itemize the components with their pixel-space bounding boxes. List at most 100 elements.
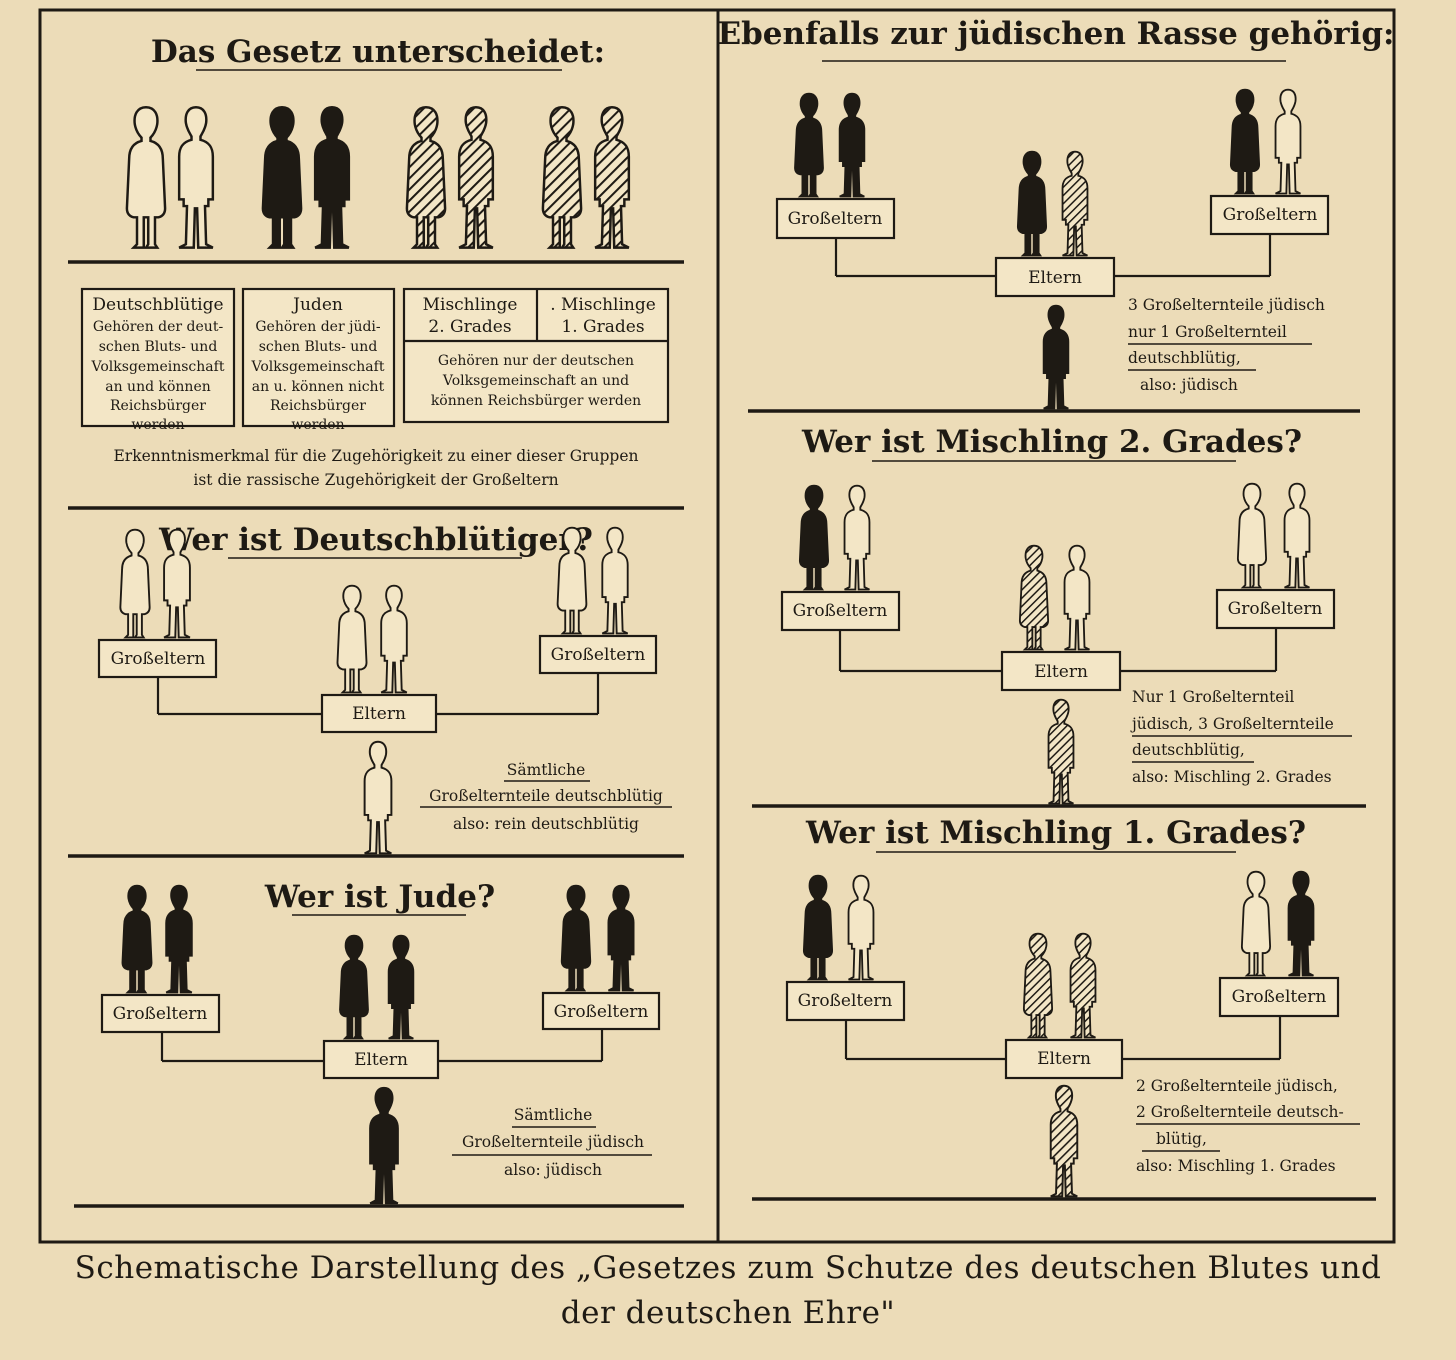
woman-figure-icon <box>338 934 370 1040</box>
woman-figure-icon <box>1236 482 1268 589</box>
group-box-mixed: Mischlinge 2. Grades . Mischlinge 1. Gra… <box>402 287 670 424</box>
jew-grandparents-left: Großeltern <box>113 1004 208 1024</box>
group-text-line: Reichsbürger <box>270 398 366 414</box>
caption-line-2: der deutschen Ehre" <box>560 1295 896 1331</box>
man-figure-icon <box>838 92 866 198</box>
woman-figure-icon <box>1022 932 1054 1039</box>
man-figure-icon <box>601 526 629 635</box>
group-text-line: Gehören der deut- <box>93 319 224 335</box>
panel-german-blooded: Wer ist Deutschblütiger? Großeltern Groß… <box>68 522 684 858</box>
man-figure-icon <box>368 1086 400 1205</box>
mischling1-figures <box>802 870 1315 1198</box>
group-box-german-blooded: Deutschblütige Gehören der deut- schen B… <box>80 287 236 433</box>
man-figure-icon <box>607 884 635 992</box>
group-box-jews: Juden Gehören der jüdi- schen Bluts- und… <box>241 287 396 433</box>
mischling1-note-line: also: Mischling 1. Grades <box>1136 1157 1336 1175</box>
man-figure-icon <box>843 484 871 591</box>
also-jewish-note-line: 3 Großelternteile jüdisch <box>1128 296 1325 314</box>
man-figure-icon <box>1042 304 1070 410</box>
jew-grandparents-right: Großeltern <box>554 1002 649 1022</box>
jew-parents: Eltern <box>354 1050 408 1070</box>
caption-line-1: Schematische Darstellung des „Gesetzes z… <box>74 1250 1382 1286</box>
mischling1-parents: Eltern <box>1037 1049 1091 1069</box>
mixed-note-line: Gehören nur der deutschen <box>438 353 634 369</box>
mixed-note-line: Volksgemeinschaft an und <box>442 373 629 389</box>
man-figure-icon <box>457 105 495 249</box>
also-jewish-grandparents-right: Großeltern <box>1223 205 1318 225</box>
group-text-line: an u. können nicht <box>252 379 385 395</box>
woman-figure-icon <box>405 105 447 249</box>
woman-figure-icon <box>802 874 834 981</box>
jew-note-line: Großelternteile jüdisch <box>462 1133 644 1151</box>
panel-also-jewish: Ebenfalls zur jüdischen Rasse gehörig: G… <box>717 16 1395 413</box>
group-name-jews: Juden <box>291 295 343 315</box>
group-text-line: Reichsbürger <box>110 398 206 414</box>
man-figure-icon <box>1069 932 1097 1039</box>
panel-mischling-1: Wer ist Mischling 1. Grades? Großeltern … <box>752 815 1376 1201</box>
man-figure-icon <box>387 934 415 1040</box>
panel-law-overview: Das Gesetz unterscheidet: Deutschblütige… <box>68 34 684 510</box>
woman-figure-icon <box>560 884 592 992</box>
mischling2-note-line: deutschblütig, <box>1132 741 1245 759</box>
mischling1-grandparents-left: Großeltern <box>798 991 893 1011</box>
mischling1-grandparents-right: Großeltern <box>1232 987 1327 1007</box>
mischling2-grandparents-right: Großeltern <box>1228 599 1323 619</box>
group-name-mischling-1: . Mischlinge <box>550 295 656 315</box>
criterion-line-2: ist die rassische Zugehörigkeit der Groß… <box>193 471 558 489</box>
german-grandparents-right: Großeltern <box>551 645 646 665</box>
woman-figure-icon <box>541 105 583 249</box>
german-note-line: Großelternteile deutschblütig <box>429 787 663 805</box>
also-jewish-grandparents-left: Großeltern <box>788 209 883 229</box>
mischling2-note-line: also: Mischling 2. Grades <box>1132 768 1332 786</box>
panel-mischling-2: Wer ist Mischling 2. Grades? Großeltern … <box>752 424 1366 808</box>
man-figure-icon <box>593 105 631 249</box>
german-title: Wer ist Deutschblütiger? <box>158 522 593 558</box>
jew-title: Wer ist Jude? <box>264 879 495 915</box>
man-figure-icon <box>1049 1084 1079 1198</box>
man-figure-icon <box>165 884 193 994</box>
german-note-line: also: rein deutschblütig <box>453 815 639 833</box>
german-note-line: Sämtliche <box>507 761 586 779</box>
mischling1-note-line: 2 Großelternteile deutsch- <box>1136 1103 1344 1121</box>
man-figure-icon <box>847 874 875 981</box>
mischling1-note-line: 2 Großelternteile jüdisch, <box>1136 1077 1338 1095</box>
law-title: Das Gesetz unterscheidet: <box>151 34 605 70</box>
panel-jew: Wer ist Jude? Großeltern Großeltern Elte… <box>74 879 684 1208</box>
criterion-line-1: Erkenntnismerkmal für die Zugehörigkeit … <box>113 447 638 465</box>
group-name-mischling-1-degree: 1. Grades <box>561 317 644 337</box>
group-name-mischling-2: Mischlinge <box>423 295 518 315</box>
group-text-line: werden <box>291 417 344 433</box>
man-figure-icon <box>177 105 215 249</box>
man-figure-icon <box>363 740 393 855</box>
woman-figure-icon <box>336 584 368 694</box>
poster-frame <box>38 8 1396 1244</box>
man-figure-icon <box>1061 150 1089 257</box>
man-figure-icon <box>1274 88 1302 195</box>
woman-figure-icon <box>119 528 151 639</box>
group-text-line: Volksgemeinschaft <box>91 359 225 375</box>
woman-figure-icon <box>1016 150 1048 257</box>
mixed-note-line: können Reichsbürger werden <box>431 393 641 409</box>
man-figure-icon <box>313 105 351 249</box>
man-figure-icon <box>1283 482 1311 589</box>
jew-note-line: also: jüdisch <box>504 1161 602 1179</box>
group-text-line: schen Bluts- und <box>259 339 378 355</box>
group-text-line: schen Bluts- und <box>99 339 218 355</box>
german-parents: Eltern <box>352 704 406 724</box>
mischling2-parents: Eltern <box>1034 662 1088 682</box>
group-text-line: an und können <box>105 379 211 395</box>
mischling1-title: Wer ist Mischling 1. Grades? <box>805 815 1306 851</box>
also-jewish-parents: Eltern <box>1028 268 1082 288</box>
woman-figure-icon <box>793 92 825 198</box>
group-text-line: Volksgemeinschaft <box>251 359 385 375</box>
mischling1-note-line: blütig, <box>1156 1130 1207 1148</box>
mischling2-grandparents-left: Großeltern <box>793 601 888 621</box>
also-jewish-note-line: also: jüdisch <box>1140 376 1238 394</box>
man-figure-icon <box>1047 698 1075 805</box>
man-figure-icon <box>380 584 408 694</box>
woman-figure-icon <box>1240 870 1272 977</box>
woman-figure-icon <box>121 884 153 994</box>
german-grandparents-left: Großeltern <box>111 649 206 669</box>
figure-groups <box>125 105 631 249</box>
